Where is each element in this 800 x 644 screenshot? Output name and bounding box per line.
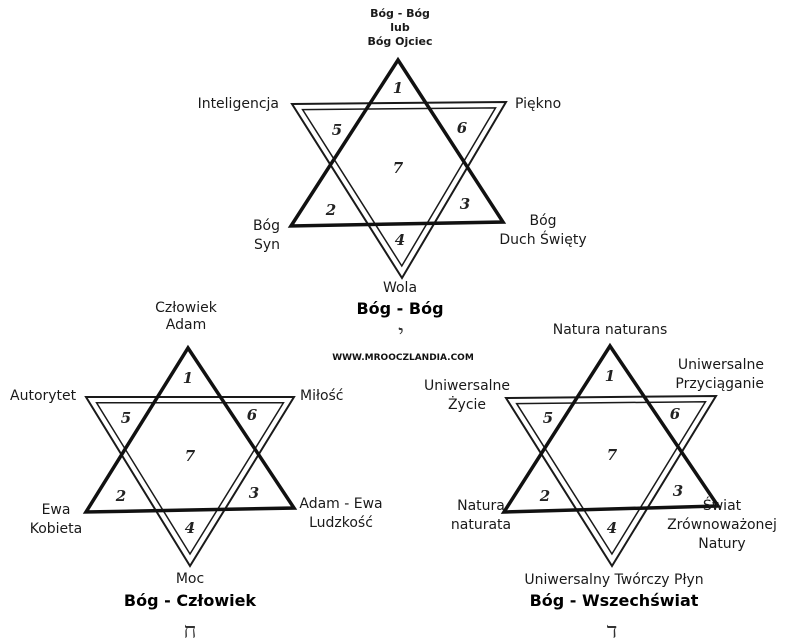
point-label-line: Przyciąganie [675, 376, 764, 392]
hebrew-letter: י [398, 321, 404, 346]
point-label-line: Miłość [300, 388, 344, 404]
point-label-line: Natura naturans [553, 322, 668, 338]
watermark-text: WWW.MROOCZLANDIA.COM [332, 353, 474, 363]
point-label-line: Bóg - Bóg [370, 7, 430, 20]
region-number: 2 [115, 487, 126, 505]
point-label-lower-left: Natura naturata [451, 498, 511, 533]
hebrew-letter: ח [183, 619, 196, 644]
point-label-line: Zrównoważonej [667, 517, 777, 533]
region-number: 3 [249, 484, 259, 502]
point-label-line: Inteligencja [198, 96, 279, 112]
point-label-line: Ewa [42, 502, 71, 518]
point-label-upper-left: Inteligencja [198, 96, 279, 112]
point-label-line: Uniwersalne [678, 357, 764, 373]
point-label-line: Ludzkość [309, 515, 373, 531]
point-label-line: Autorytet [10, 388, 77, 404]
point-label-line: Wola [383, 280, 417, 296]
point-label-line: Syn [254, 237, 280, 253]
point-label-bottom: Wola [383, 280, 417, 296]
point-label-upper-left: Autorytet [10, 388, 77, 404]
region-number: 2 [539, 487, 550, 505]
point-label-line: Bóg [529, 213, 556, 229]
triangle-down-inner [301, 107, 497, 268]
region-number: 5 [332, 121, 342, 139]
point-label-line: Życie [448, 395, 486, 413]
point-label-line: Uniwersalny Twórczy Płyn [524, 572, 703, 588]
point-label-line: Bóg [253, 218, 280, 234]
point-label-line: Uniwersalne [424, 378, 510, 394]
hebrew-letter: ד [607, 619, 618, 644]
point-label-bottom: Uniwersalny Twórczy Płyn [524, 572, 703, 588]
region-number: 6 [670, 405, 681, 423]
triangle-up [500, 342, 722, 514]
triangle-down-outer [504, 394, 718, 568]
point-label-line: Adam - Ewa [299, 496, 382, 512]
region-number: 6 [247, 406, 258, 424]
region-number: 1 [183, 369, 193, 387]
point-label-line: Piękno [515, 96, 561, 112]
point-label-line: Moc [176, 571, 204, 587]
star-title: Bóg - Człowiek [124, 591, 257, 610]
region-number: 7 [185, 447, 196, 465]
point-label-upper-right: Miłość [300, 388, 344, 404]
triangle-down-outer [290, 100, 508, 280]
region-number: 3 [673, 482, 683, 500]
point-label-bottom: Moc [176, 571, 204, 587]
point-label-line: lub [390, 21, 410, 34]
star-title: Bóg - Bóg [356, 299, 443, 318]
region-number: 4 [607, 519, 617, 537]
point-label-line: Natury [698, 536, 745, 552]
region-number: 1 [605, 367, 615, 385]
triangle-down-outer [84, 396, 296, 568]
point-label-line: Duch Święty [499, 230, 586, 248]
region-number: 1 [393, 79, 403, 97]
region-number: 3 [460, 195, 470, 213]
region-number: 2 [325, 201, 336, 219]
region-number: 5 [121, 409, 131, 427]
triangle-up [82, 344, 298, 514]
point-label-upper-right: Piękno [515, 96, 561, 112]
point-label-line: Człowiek [155, 300, 218, 316]
point-label-line: Kobieta [30, 521, 83, 537]
region-number: 7 [393, 159, 404, 177]
point-label-line: Adam [166, 317, 206, 333]
region-number: 4 [185, 519, 195, 537]
region-number: 7 [607, 446, 618, 464]
region-number: 5 [543, 409, 553, 427]
triangle-down-inner [515, 401, 707, 556]
point-label-line: Bóg Ojciec [367, 35, 432, 48]
region-number: 6 [457, 119, 468, 137]
point-label-line: Świat [703, 496, 742, 514]
region-number: 4 [395, 231, 405, 249]
triangle-up [287, 56, 507, 228]
point-label-top: Natura naturans [553, 322, 668, 338]
point-label-line: Natura [457, 498, 505, 514]
star-title: Bóg - Wszechświat [530, 591, 699, 610]
point-label-line: naturata [451, 517, 511, 533]
triangle-down-inner [95, 401, 285, 556]
